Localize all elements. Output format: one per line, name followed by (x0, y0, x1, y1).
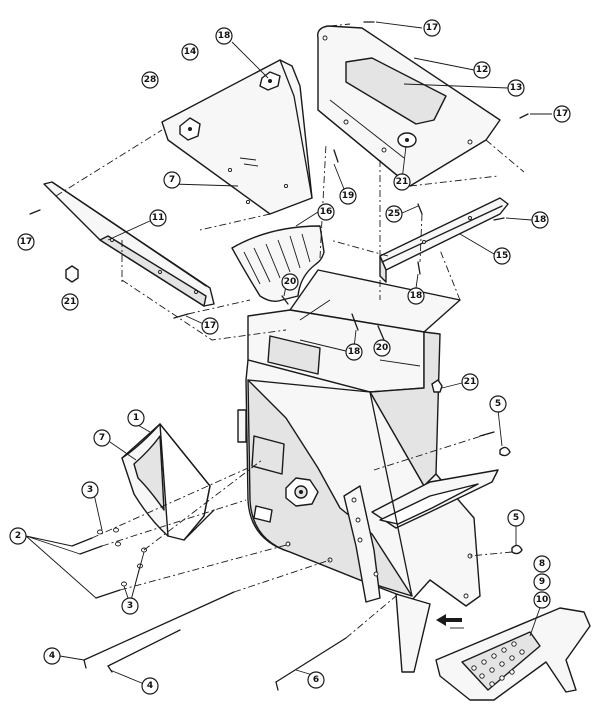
main-chute-housing (245, 269, 499, 673)
svg-text:1: 1 (133, 413, 139, 423)
callout-1: 1 (127, 409, 145, 427)
callout-25: 25 (385, 205, 403, 223)
direction-arrow-icon (436, 614, 464, 629)
svg-text:20: 20 (376, 343, 389, 353)
svg-text:14: 14 (184, 47, 197, 57)
callout-21-left: 21 (61, 293, 79, 311)
svg-text:15: 15 (496, 251, 509, 261)
upper-shroud-plate (317, 25, 501, 187)
housing-side-strip (237, 409, 247, 443)
callout-5-bottom: 5 (507, 509, 525, 527)
callout-17-top: 17 (423, 19, 441, 37)
svg-text:18: 18 (348, 347, 361, 357)
callout-9: 9 (533, 573, 551, 591)
svg-text:12: 12 (476, 65, 489, 75)
svg-text:18: 18 (410, 291, 423, 301)
svg-text:3: 3 (87, 485, 93, 495)
callout-18-rail: 18 (407, 287, 425, 305)
callout-18-right: 18 (531, 211, 549, 229)
callout-17-left: 17 (17, 233, 35, 251)
callout-21-housing: 21 (461, 373, 479, 391)
impeller-hub (285, 477, 319, 507)
plate-knob (397, 132, 417, 148)
svg-text:17: 17 (426, 23, 439, 33)
svg-text:8: 8 (539, 559, 545, 569)
callout-18-top: 18 (215, 27, 233, 45)
deflector-knob-left (179, 117, 201, 141)
svg-text:3: 3 (127, 601, 133, 611)
right-side-rail (379, 197, 509, 283)
svg-text:4: 4 (49, 651, 55, 661)
callout-20-top: 20 (281, 273, 299, 291)
svg-text:6: 6 (313, 675, 319, 685)
svg-text:7: 7 (99, 433, 105, 443)
callout-14: 14 (181, 43, 199, 61)
shovel-scoop (435, 607, 591, 701)
callout-17-mid: 17 (201, 317, 219, 335)
svg-text:5: 5 (513, 513, 519, 523)
deflector-knob-top (259, 71, 281, 91)
callout-21-plate: 21 (393, 173, 411, 191)
callout-20-mid: 20 (373, 339, 391, 357)
callout-12: 12 (473, 61, 491, 79)
hardware (29, 21, 529, 599)
svg-text:2: 2 (15, 531, 21, 541)
svg-text:17: 17 (204, 321, 217, 331)
callout-18-mid: 18 (345, 343, 363, 361)
callout-7-top: 7 (163, 171, 181, 189)
callout-5-top: 5 (489, 395, 507, 413)
svg-text:7: 7 (169, 175, 175, 185)
svg-text:21: 21 (64, 297, 77, 307)
left-side-rail (43, 181, 215, 307)
svg-text:18: 18 (534, 215, 547, 225)
callout-16: 16 (317, 203, 335, 221)
callout-2: 2 (9, 527, 27, 545)
callout-4-left: 4 (43, 647, 61, 665)
rods (83, 591, 347, 691)
svg-text:4: 4 (147, 681, 153, 691)
svg-text:21: 21 (396, 177, 409, 187)
callout-17-right: 17 (553, 105, 571, 123)
svg-text:9: 9 (539, 577, 545, 587)
callout-4-bottom: 4 (141, 677, 159, 695)
svg-text:10: 10 (536, 595, 549, 605)
svg-text:19: 19 (342, 191, 355, 201)
svg-text:13: 13 (510, 83, 523, 93)
svg-text:28: 28 (144, 75, 157, 85)
callout-11: 11 (149, 209, 167, 227)
svg-text:18: 18 (218, 31, 231, 41)
callout-19: 19 (339, 187, 357, 205)
callout-7-hopper: 7 (93, 429, 111, 447)
callout-3-bottom: 3 (121, 597, 139, 615)
svg-text:25: 25 (388, 209, 401, 219)
callout-3-top: 3 (81, 481, 99, 499)
svg-text:5: 5 (495, 399, 501, 409)
svg-text:11: 11 (152, 213, 165, 223)
assembly-centerlines (55, 23, 525, 639)
scoop-perforations (471, 641, 525, 687)
svg-text:17: 17 (20, 237, 33, 247)
callout-6: 6 (307, 671, 325, 689)
callout-8: 8 (533, 555, 551, 573)
callout-10: 10 (533, 591, 551, 609)
belt-guard-hopper (121, 423, 215, 541)
upper-deflector-plate (161, 59, 313, 215)
callout-28: 28 (141, 71, 159, 89)
svg-text:17: 17 (556, 109, 569, 119)
spring-guard (231, 225, 325, 303)
svg-text:21: 21 (464, 377, 477, 387)
svg-text:16: 16 (320, 207, 333, 217)
callout-15: 15 (493, 247, 511, 265)
callout-13: 13 (507, 79, 525, 97)
svg-text:20: 20 (284, 277, 297, 287)
